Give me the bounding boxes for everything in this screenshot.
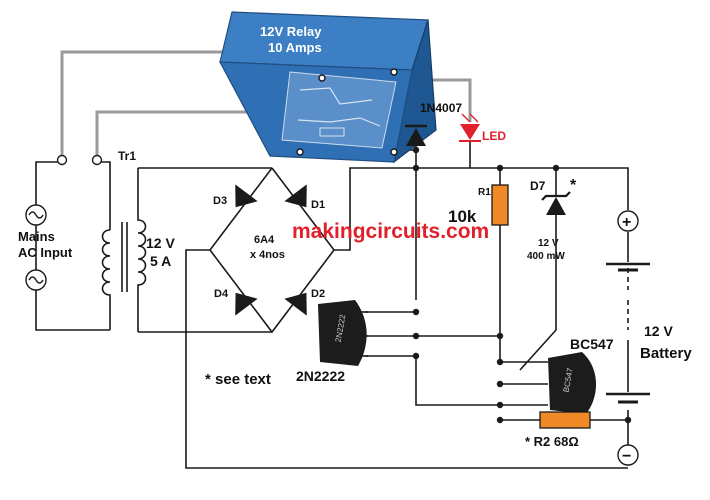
transformer-name: Tr1 <box>118 149 136 163</box>
transformer-voltage: 12 V <box>146 235 175 251</box>
d7-voltage: 12 V <box>538 238 559 249</box>
battery: + − 12 V Battery <box>606 210 692 466</box>
d7-marker: * <box>570 177 577 194</box>
transistor-bc547-label: BC547 <box>570 336 614 352</box>
battery-minus-icon: − <box>622 448 631 465</box>
resistor-r2: * R2 68Ω <box>525 411 591 449</box>
see-text-note: * see text <box>205 371 271 388</box>
transformer-current: 5 A <box>150 253 171 269</box>
led: LED <box>459 113 506 143</box>
r1-name: R1 <box>478 187 491 198</box>
transistor-2n2222: 2N2222 2N2222 <box>296 300 368 384</box>
mains-ac-input: Mains AC Input <box>18 154 103 291</box>
r2-label: * R2 68Ω <box>525 434 579 449</box>
diode-1n4007: 1N4007 <box>405 101 462 146</box>
mains-label-line1: Mains <box>18 229 55 244</box>
mains-label-line2: AC Input <box>18 245 73 260</box>
bridge-diode-d1: D1 <box>311 199 325 211</box>
zener-d7: D7 * 12 V 400 mW <box>527 177 577 262</box>
bridge-diode-d4: D4 <box>214 288 229 300</box>
battery-plus-icon: + <box>622 214 631 231</box>
d7-power: 400 mW <box>527 251 565 262</box>
bridge-type-line2: x 4nos <box>250 249 285 261</box>
resistor-r1: R1 10k <box>448 184 509 226</box>
r1-value: 10k <box>448 207 477 226</box>
bridge-diode-d2: D2 <box>311 288 325 300</box>
diode-1n4007-label: 1N4007 <box>420 101 462 115</box>
relay-terminals <box>296 68 398 156</box>
bridge-rectifier: D3 D1 D4 D2 6A4 x 4nos <box>213 184 325 316</box>
d7-name: D7 <box>530 179 546 193</box>
transistor-bc547: BC547 BC547 <box>548 336 614 414</box>
transistor-bc547-body-text: BC547 <box>562 367 575 393</box>
battery-label-line1: 12 V <box>644 323 673 339</box>
relay-label-line1: 12V Relay <box>260 24 322 39</box>
bridge-type-line1: 6A4 <box>254 234 275 246</box>
junction-dots <box>412 68 632 424</box>
transformer: Tr1 12 V 5 A <box>101 149 175 332</box>
watermark: makingcircuits.com <box>292 220 489 243</box>
transistor-2n2222-label: 2N2222 <box>296 368 345 384</box>
led-label: LED <box>482 129 506 143</box>
bridge-diode-d3: D3 <box>213 195 227 207</box>
relay: 12V Relay 10 Amps <box>218 11 437 164</box>
relay-label-line2: 10 Amps <box>268 40 322 55</box>
battery-label-line2: Battery <box>640 345 692 362</box>
